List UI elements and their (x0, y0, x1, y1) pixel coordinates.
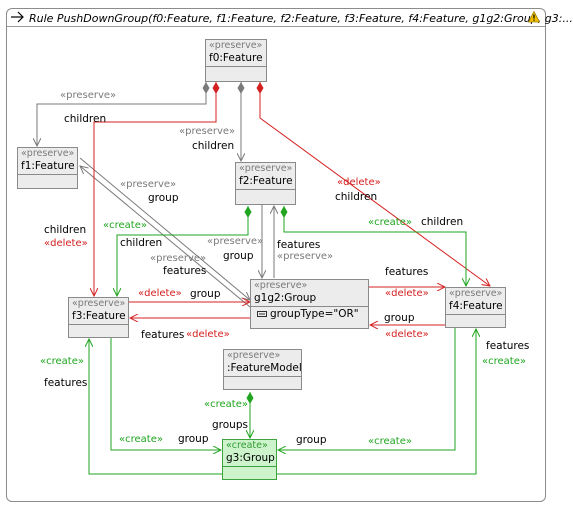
edge-label-stereotype: «delete» (385, 329, 429, 340)
edge-label-stereotype: «create» (103, 220, 147, 231)
edge-f0-f3-children (94, 82, 216, 296)
edge-label-stereotype: «delete» (385, 288, 429, 299)
edge-label-stereotype: «preserve» (60, 90, 117, 101)
edge-layer (0, 82, 554, 475)
edge-label-stereotype: «create» (368, 217, 412, 228)
edge-label-role: children (44, 224, 87, 236)
edge-g3-f4-features (276, 329, 476, 475)
node-f2[interactable]: «preserve» f2:Feature (235, 162, 296, 205)
node-name: :FeatureModel (224, 362, 302, 377)
edge-label-role: children (421, 216, 464, 228)
node-stereotype: «preserve» (449, 288, 503, 299)
node-stereotype: «preserve» (209, 40, 263, 51)
edge-label-stereotype: «create» (204, 399, 248, 410)
edge-label-stereotype: «create» (40, 356, 84, 367)
edge-label-role: features (486, 340, 530, 352)
node-name: g1g2:Group (251, 292, 368, 307)
node-name: f0:Feature (206, 52, 266, 67)
node-f3[interactable]: «preserve» f3:Feature (68, 297, 129, 338)
attribute-value: groupType="OR" (270, 308, 359, 320)
edge-label-stereotype: «preserve» (207, 236, 264, 247)
edge-label-role: group (178, 433, 209, 445)
attribute-icon (257, 311, 267, 317)
edge-label-role: group (190, 288, 221, 300)
edge-label-stereotype: «preserve» (277, 251, 334, 262)
edge-f2-f4-children (284, 206, 466, 286)
node-g3[interactable]: «create» g3:Group (222, 439, 277, 480)
edge-label-stereotype: «preserve» (150, 253, 207, 264)
node-name: f3:Feature (69, 310, 128, 325)
edge-label-stereotype: «create» (119, 434, 163, 445)
node-f1[interactable]: «preserve» f1:Feature (17, 147, 78, 189)
edge-label-role: children (335, 191, 378, 203)
edge-label-role: features (141, 329, 185, 341)
edge-label-role: children (64, 113, 107, 125)
rule-title: Rule PushDownGroup(f0:Feature, f1:Featur… (29, 12, 573, 25)
node-name: f1:Feature (18, 160, 77, 175)
node-g1g2[interactable]: «preserve» g1g2:Group groupType="OR" (250, 279, 369, 329)
node-featuremodel[interactable]: «preserve» :FeatureModel (223, 349, 302, 390)
node-stereotype: «preserve» (227, 350, 281, 361)
edge-f4-g3-group (278, 328, 456, 450)
edge-label-stereotype: «delete» (337, 177, 381, 188)
node-stereotype: «preserve» (72, 298, 126, 309)
edge-label-role: children (120, 237, 163, 249)
edge-f3-g3-group (110, 338, 221, 450)
edge-label-stereotype: «preserve» (120, 179, 177, 190)
edge-f2-f3-children (117, 206, 248, 296)
node-name: g3:Group (223, 452, 276, 467)
edge-label-role: features (277, 239, 321, 251)
edge-label-role: features (163, 265, 207, 277)
edge-label-stereotype: «create» (368, 436, 412, 447)
node-attribute: groupType="OR" (251, 307, 368, 321)
edge-label-stereotype: «delete» (138, 288, 182, 299)
node-f0[interactable]: «preserve» f0:Feature (205, 39, 267, 82)
edge-label-role: features (385, 266, 429, 278)
edge-label-role: group (148, 192, 179, 204)
node-name: f4:Feature (446, 300, 505, 315)
node-stereotype: «create» (226, 440, 268, 451)
edge-label-role: group (384, 312, 415, 324)
node-stereotype: «preserve» (254, 280, 308, 291)
node-stereotype: «preserve» (239, 163, 293, 174)
edge-label-role: children (192, 140, 235, 152)
edge-label-role: group (296, 434, 327, 446)
edge-label-role: features (44, 377, 88, 389)
rule-arrow-icon (11, 11, 24, 23)
title-bar: Rule PushDownGroup(f0:Feature, f1:Featur… (7, 9, 573, 27)
warning-icon (527, 10, 541, 23)
edge-label-stereotype: «delete» (44, 238, 88, 249)
node-name: f2:Feature (236, 175, 295, 190)
edge-g3-f3-features (89, 339, 224, 475)
edge-label-role: group (223, 250, 254, 262)
edge-label-role: groups (212, 419, 248, 431)
node-stereotype: «preserve» (21, 148, 75, 159)
edge-label-stereotype: «preserve» (179, 126, 236, 137)
node-f4[interactable]: «preserve» f4:Feature (445, 287, 506, 328)
edge-label-stereotype: «delete» (186, 329, 230, 340)
edge-label-stereotype: «create» (482, 356, 526, 367)
